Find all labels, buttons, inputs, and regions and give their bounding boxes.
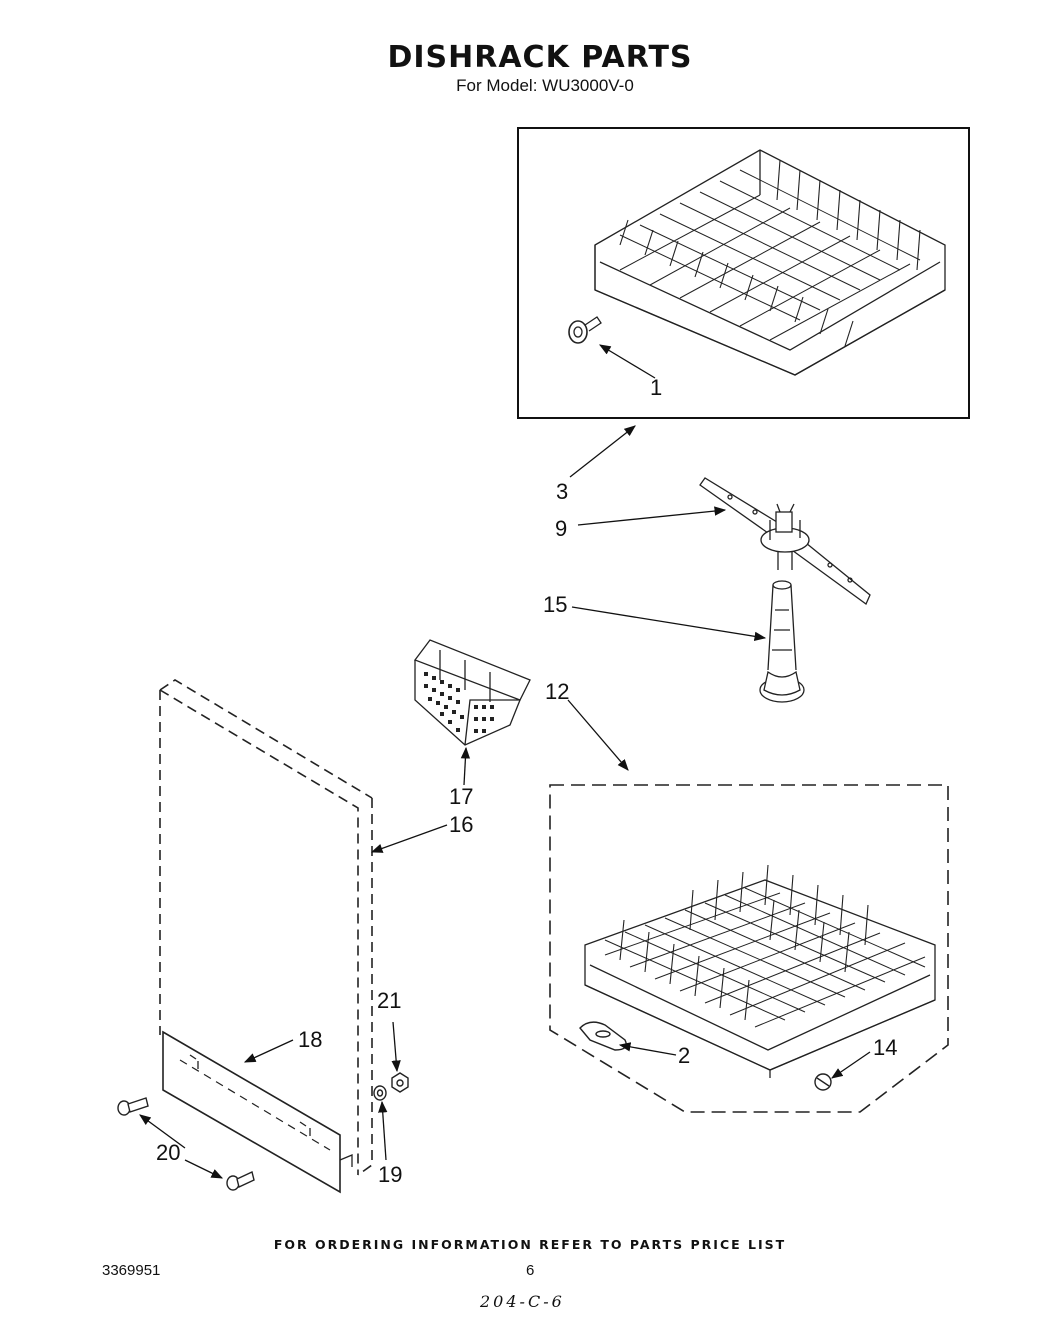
callout-18: 18 bbox=[298, 1027, 323, 1052]
upper-rack-frame bbox=[517, 127, 970, 419]
lower-rack-frame bbox=[549, 784, 949, 1113]
callout-17: 17 bbox=[449, 784, 474, 809]
trim-strip-drawing bbox=[162, 1030, 353, 1194]
lower-rack-roller-drawing bbox=[814, 1073, 832, 1091]
callout-19: 19 bbox=[378, 1162, 403, 1187]
model-subtitle: For Model: WU3000V-0 bbox=[456, 76, 634, 95]
leader-21 bbox=[391, 1021, 401, 1073]
callout-20: 20 bbox=[156, 1140, 181, 1165]
leader-16 bbox=[370, 824, 448, 853]
screws-drawing bbox=[117, 1097, 255, 1191]
leader-12 bbox=[567, 699, 629, 771]
leader-14 bbox=[831, 1051, 871, 1079]
leader-2 bbox=[618, 1042, 677, 1056]
spray-arm-drawing bbox=[699, 477, 871, 605]
leader-20b bbox=[184, 1159, 224, 1179]
leader-19 bbox=[378, 1100, 388, 1161]
spray-tower-drawing bbox=[759, 580, 805, 703]
callout-3: 3 bbox=[556, 479, 569, 504]
callout-12: 12 bbox=[545, 679, 570, 704]
leader-lines bbox=[139, 344, 871, 1179]
leader-17 bbox=[460, 746, 471, 786]
lower-dishrack-drawing bbox=[579, 864, 936, 1091]
callout-21: 21 bbox=[377, 988, 402, 1013]
leader-3 bbox=[569, 425, 636, 478]
leader-18 bbox=[243, 1039, 294, 1063]
leader-15 bbox=[571, 606, 767, 641]
lower-rack-clip-drawing bbox=[579, 1021, 627, 1051]
upper-rack-bumper-drawing bbox=[568, 316, 602, 344]
ordering-note: FOR ORDERING INFORMATION REFER TO PARTS … bbox=[273, 1237, 787, 1252]
callout-1: 1 bbox=[650, 375, 663, 400]
document-number: 3369951 bbox=[102, 1262, 161, 1279]
callout-15: 15 bbox=[543, 592, 568, 617]
page-number: 6 bbox=[526, 1262, 535, 1279]
leader-1 bbox=[598, 344, 656, 379]
panel-drawing bbox=[159, 679, 373, 1176]
callout-14: 14 bbox=[873, 1035, 898, 1060]
callout-2: 2 bbox=[678, 1043, 691, 1068]
leader-20a bbox=[139, 1114, 186, 1149]
handwritten-note: 204-C-6 bbox=[480, 1292, 565, 1311]
callout-16: 16 bbox=[449, 812, 474, 837]
fastener-drawing bbox=[373, 1072, 409, 1101]
upper-dishrack-drawing bbox=[568, 149, 946, 376]
leader-9 bbox=[577, 506, 727, 526]
silverware-basket-drawing bbox=[413, 639, 531, 746]
page-title: DISHRACK PARTS bbox=[387, 40, 693, 75]
callout-9: 9 bbox=[555, 516, 568, 541]
